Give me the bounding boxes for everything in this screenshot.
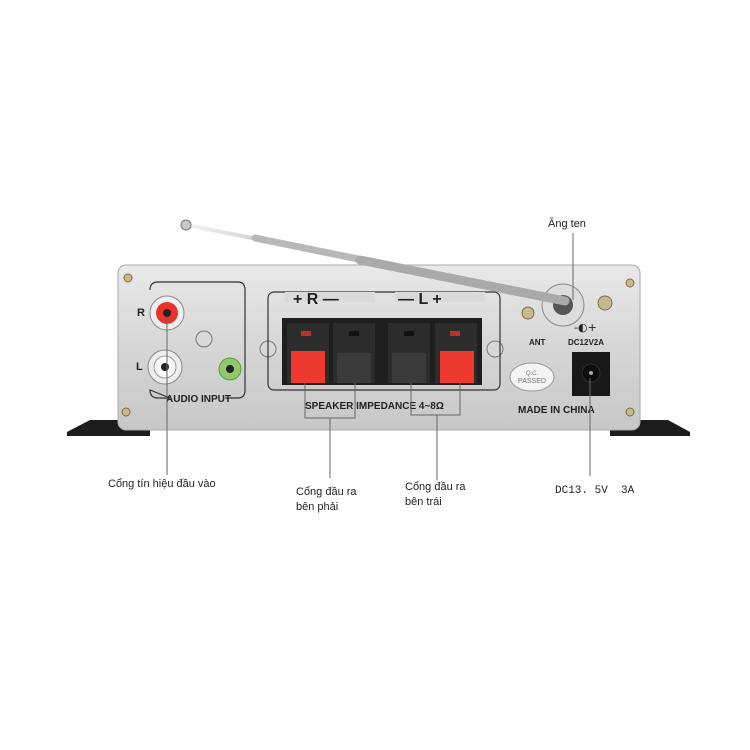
rca-l-label: L	[136, 361, 143, 373]
terminal-r-minus[interactable]	[333, 323, 375, 383]
callout-lines	[166, 233, 591, 480]
dc-input-callout: DC13. 5V 3A	[555, 485, 635, 497]
svg-text:PASSED: PASSED	[518, 378, 546, 385]
speaker-r-polarity: + R —	[293, 291, 339, 308]
screw-icons	[121, 273, 635, 417]
rca-r-label: R	[137, 307, 145, 319]
input-port-callout: Cổng tín hiệu đầu vào	[108, 478, 216, 490]
dc-polarity-icon: -◐+	[574, 321, 597, 334]
aux-jack-3-5mm[interactable]	[218, 357, 242, 381]
antenna-callout: Ăng ten	[548, 217, 586, 230]
dc-power-jack[interactable]	[572, 352, 610, 396]
left-output-callout-line2: bên trái	[405, 496, 442, 508]
antenna[interactable]	[180, 219, 585, 327]
terminal-r-plus[interactable]	[287, 323, 329, 383]
qc-passed-sticker: Q.C. PASSED	[509, 362, 555, 392]
left-output-callout-line1: Cổng đầu ra	[405, 481, 466, 493]
speaker-l-polarity: — L +	[398, 291, 442, 308]
ant-label: ANT	[529, 338, 546, 347]
rca-jack-left[interactable]	[147, 349, 183, 385]
audio-input-label: AUDIO INPUT	[166, 394, 231, 405]
dc-rating-label: DC12V2A	[568, 338, 604, 347]
terminal-l-minus[interactable]	[388, 323, 430, 383]
screw-icon	[195, 330, 213, 348]
right-output-callout-line2: bên phải	[296, 501, 338, 513]
right-output-callout-line1: Cổng đầu ra	[296, 486, 357, 498]
speaker-impedance-label: SPEAKER IMPEDANCE 4~8Ω	[305, 401, 444, 412]
screw-icon	[486, 340, 504, 358]
terminal-l-plus[interactable]	[435, 323, 477, 383]
svg-text:Q.C.: Q.C.	[526, 371, 539, 377]
speaker-terminals	[282, 318, 482, 385]
made-in-china-label: MADE IN CHINA	[518, 405, 595, 416]
